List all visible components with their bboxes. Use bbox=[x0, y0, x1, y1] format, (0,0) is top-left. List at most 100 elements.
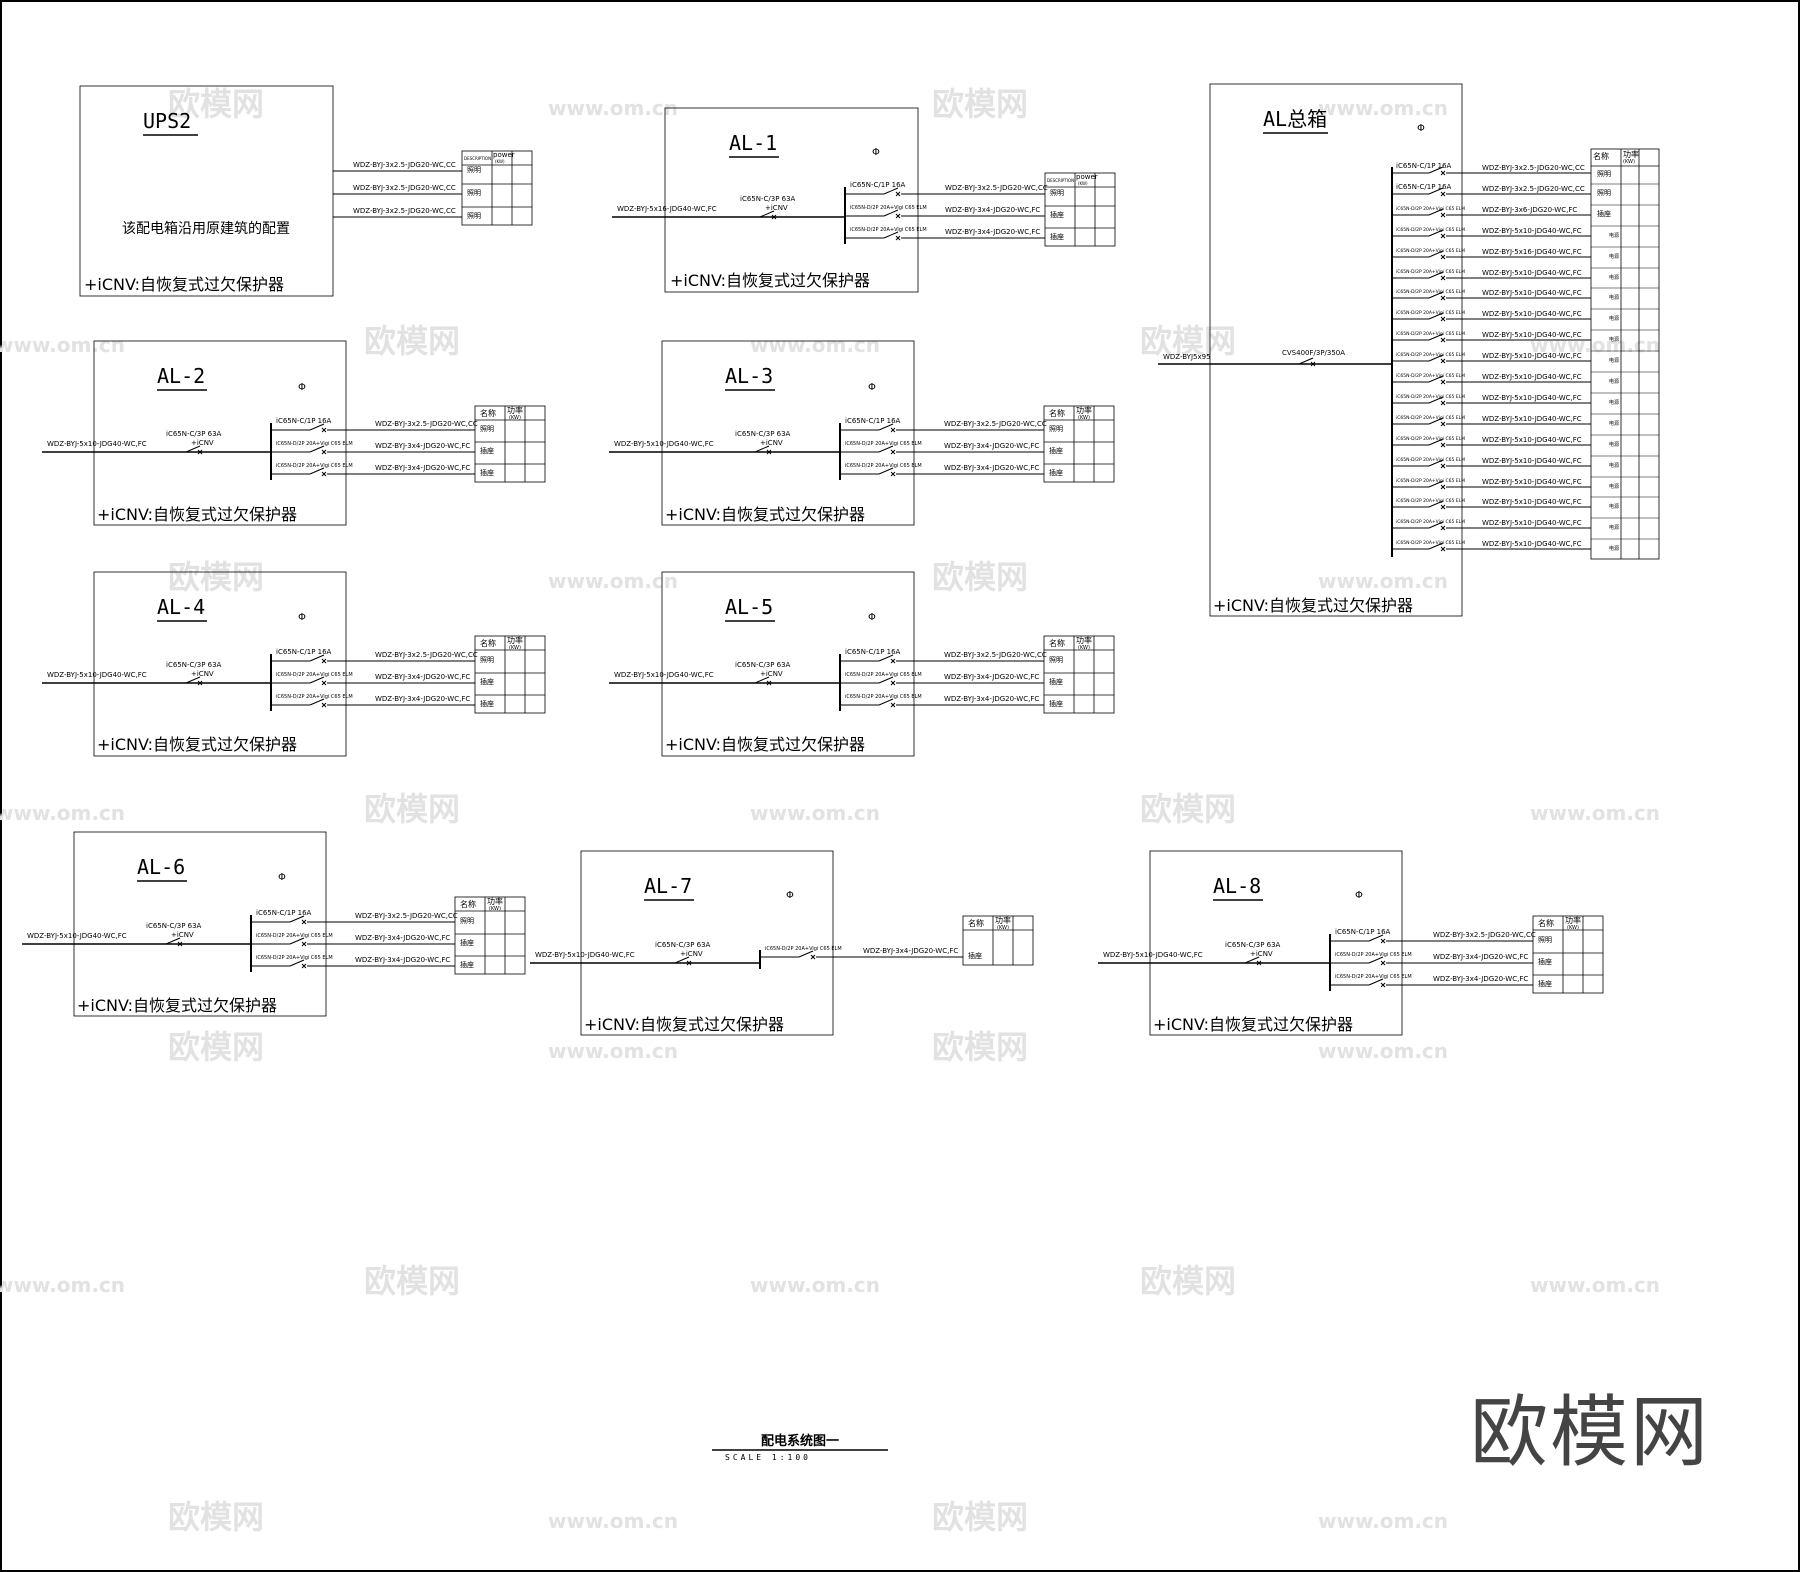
phase-symbol: Φ bbox=[786, 890, 794, 901]
wire bbox=[1428, 229, 1444, 237]
wire bbox=[810, 954, 816, 960]
wire bbox=[309, 676, 325, 684]
main-breaker-label: iC65N-C/3P 63A bbox=[1225, 941, 1281, 949]
branch-breaker-label: iC65N-C/1P 16A bbox=[256, 909, 312, 917]
outgoing-cable-label: WDZ-BYJ-3x4-JDG20-WC,FC bbox=[945, 206, 1040, 214]
watermark-url: www.om.cn bbox=[548, 96, 678, 120]
table-header-name: 名称 bbox=[480, 638, 496, 648]
table-frame bbox=[1043, 635, 1115, 714]
panel-title: AL总箱 bbox=[1263, 107, 1327, 131]
panel-note: +iCNV:自恢复式过欠保护器 bbox=[670, 271, 870, 290]
outgoing-cable-label: WDZ-BYJ-3x2.5-JDG20-WC,CC bbox=[353, 161, 456, 169]
table-header-name: 名称 bbox=[1049, 638, 1065, 648]
branch-breaker bbox=[303, 698, 334, 708]
table-load-label: 插座 bbox=[1050, 232, 1064, 241]
wire bbox=[309, 654, 325, 662]
outgoing-cable-label: WDZ-BYJ-5x10-JDG40-WC,FC bbox=[1482, 227, 1582, 235]
branch-breaker-label: iC65N-D/2P 20A+Vigi C65 ELM bbox=[1396, 352, 1465, 358]
watermark-brand: 欧模网 bbox=[1140, 1262, 1236, 1300]
panel-note: +iCNV:自恢复式过欠保护器 bbox=[665, 735, 865, 754]
outgoing-cable-label: WDZ-BYJ-5x16-JDG40-WC,FC bbox=[1482, 248, 1582, 256]
table-frame bbox=[1044, 172, 1116, 247]
phase-symbol: Φ bbox=[1417, 123, 1425, 134]
branch-breaker-label: iC65N-D/2P 20A+Vigi C65 ELM bbox=[256, 933, 333, 939]
watermark-brand: 欧模网 bbox=[932, 558, 1028, 596]
phase-symbol: Φ bbox=[278, 872, 286, 883]
branch-breaker-label: iC65N-D/2P 20A+Vigi C65 ELM bbox=[1396, 540, 1465, 546]
table-load-label: 插座 bbox=[968, 951, 982, 960]
wire bbox=[1298, 357, 1314, 365]
table-header-name: 名称 bbox=[968, 918, 984, 928]
wire bbox=[1428, 459, 1444, 467]
panel-note: +iCNV:自恢复式过欠保护器 bbox=[584, 1015, 784, 1034]
panel-frame bbox=[661, 340, 915, 526]
table-load-label: 照明 bbox=[1050, 189, 1064, 197]
wire bbox=[309, 423, 325, 431]
watermark-url: www.om.cn bbox=[1530, 333, 1660, 357]
wire bbox=[1440, 421, 1446, 427]
wire bbox=[895, 191, 901, 197]
outgoing-cable-label: WDZ-BYJ-3x4-JDG20-WC,FC bbox=[1433, 953, 1528, 961]
main-breaker-label: iC65N-C/3P 63A bbox=[735, 661, 791, 669]
panel-title: AL-6 bbox=[137, 855, 185, 879]
branch-breaker bbox=[872, 445, 903, 455]
incoming-cable-label: WDZ-BYJ-5x10-JDG40-WC,FC bbox=[47, 440, 147, 448]
wire bbox=[674, 956, 690, 964]
branch-breaker bbox=[283, 915, 314, 925]
outgoing-cable-label: WDZ-BYJ-3x4-JDG20-WC,FC bbox=[375, 673, 470, 681]
outgoing-cable-label: WDZ-BYJ-5x10-JDG40-WC,FC bbox=[1482, 519, 1582, 527]
table-header-unit: (KW) bbox=[495, 159, 505, 164]
table-header-power: power bbox=[1076, 173, 1098, 181]
branch-breaker bbox=[1362, 978, 1393, 988]
table-header-unit: (KW) bbox=[489, 906, 501, 912]
table-header-power: 功率 bbox=[507, 405, 523, 415]
wire bbox=[883, 231, 899, 239]
table-load-label: 插座 bbox=[480, 699, 494, 708]
wire bbox=[1440, 254, 1446, 260]
main-breaker-label: iC65N-C/3P 63A bbox=[146, 922, 202, 930]
outgoing-cable-label: WDZ-BYJ-5x10-JDG40-WC,FC bbox=[1482, 457, 1582, 465]
wire bbox=[878, 698, 894, 706]
outgoing-cable-label: WDZ-BYJ-3x4-JDG20-WC,FC bbox=[375, 464, 470, 472]
wire bbox=[754, 676, 770, 684]
watermark-url: www.om.cn bbox=[1318, 569, 1448, 593]
panel-frame bbox=[1149, 850, 1403, 1036]
wire bbox=[878, 654, 894, 662]
branch-breaker-label: iC65N-D/2P 20A+Vigi C65 ELM bbox=[765, 946, 842, 952]
wire bbox=[1428, 208, 1444, 216]
branch-breaker-label: iC65N-D/2P 20A+Vigi C65 ELM bbox=[1396, 415, 1465, 421]
table-header-power: 功率 bbox=[995, 915, 1011, 925]
branch-breaker-label: iC65N-D/2P 20A+Vigi C65 ELM bbox=[1396, 269, 1465, 275]
branch-breaker-label: iC65N-D/2P 20A+Vigi C65 ELM bbox=[1396, 331, 1465, 337]
branch-breaker bbox=[1422, 417, 1453, 427]
table-header-unit: (KW) bbox=[1078, 181, 1088, 186]
branch-breaker bbox=[1422, 166, 1453, 176]
icnv-label: +iCNV bbox=[760, 670, 783, 678]
wire bbox=[1428, 375, 1444, 383]
panel-title: AL-4 bbox=[157, 595, 205, 619]
incoming-cable-label: WDZ-BYJ-5x10-JDG40-WC,FC bbox=[27, 932, 127, 940]
table-header-power: 功率 bbox=[1623, 149, 1639, 159]
branch-breaker bbox=[877, 209, 908, 219]
table-load-label: 插座 bbox=[1538, 979, 1552, 988]
outgoing-cable-label: WDZ-BYJ-5x10-JDG40-WC,FC bbox=[1482, 394, 1582, 402]
table-load-label: 电源 bbox=[1609, 462, 1619, 469]
watermark-url: www.om.cn bbox=[0, 333, 125, 357]
wire bbox=[301, 919, 307, 925]
footer-title: 配电系统图一 bbox=[761, 1433, 839, 1449]
branch-breaker bbox=[1422, 333, 1453, 343]
watermark-url: www.om.cn bbox=[1318, 1039, 1448, 1063]
wire bbox=[1428, 250, 1444, 258]
table-header-unit: (KW) bbox=[1078, 415, 1090, 421]
wire bbox=[1440, 191, 1446, 197]
branch-breaker bbox=[872, 676, 903, 686]
table-load-label: 电源 bbox=[1609, 253, 1619, 260]
table-load-label: 插座 bbox=[1597, 209, 1611, 218]
wire bbox=[766, 680, 772, 686]
table-load-label: 插座 bbox=[460, 938, 474, 947]
table-load-label: 电源 bbox=[1609, 420, 1619, 427]
watermark-brand: 欧模网 bbox=[168, 558, 264, 596]
table-load-label: 电源 bbox=[1609, 378, 1619, 385]
incoming-cable-label: WDZ-BYJ-5x10-JDG40-WC,FC bbox=[535, 951, 635, 959]
